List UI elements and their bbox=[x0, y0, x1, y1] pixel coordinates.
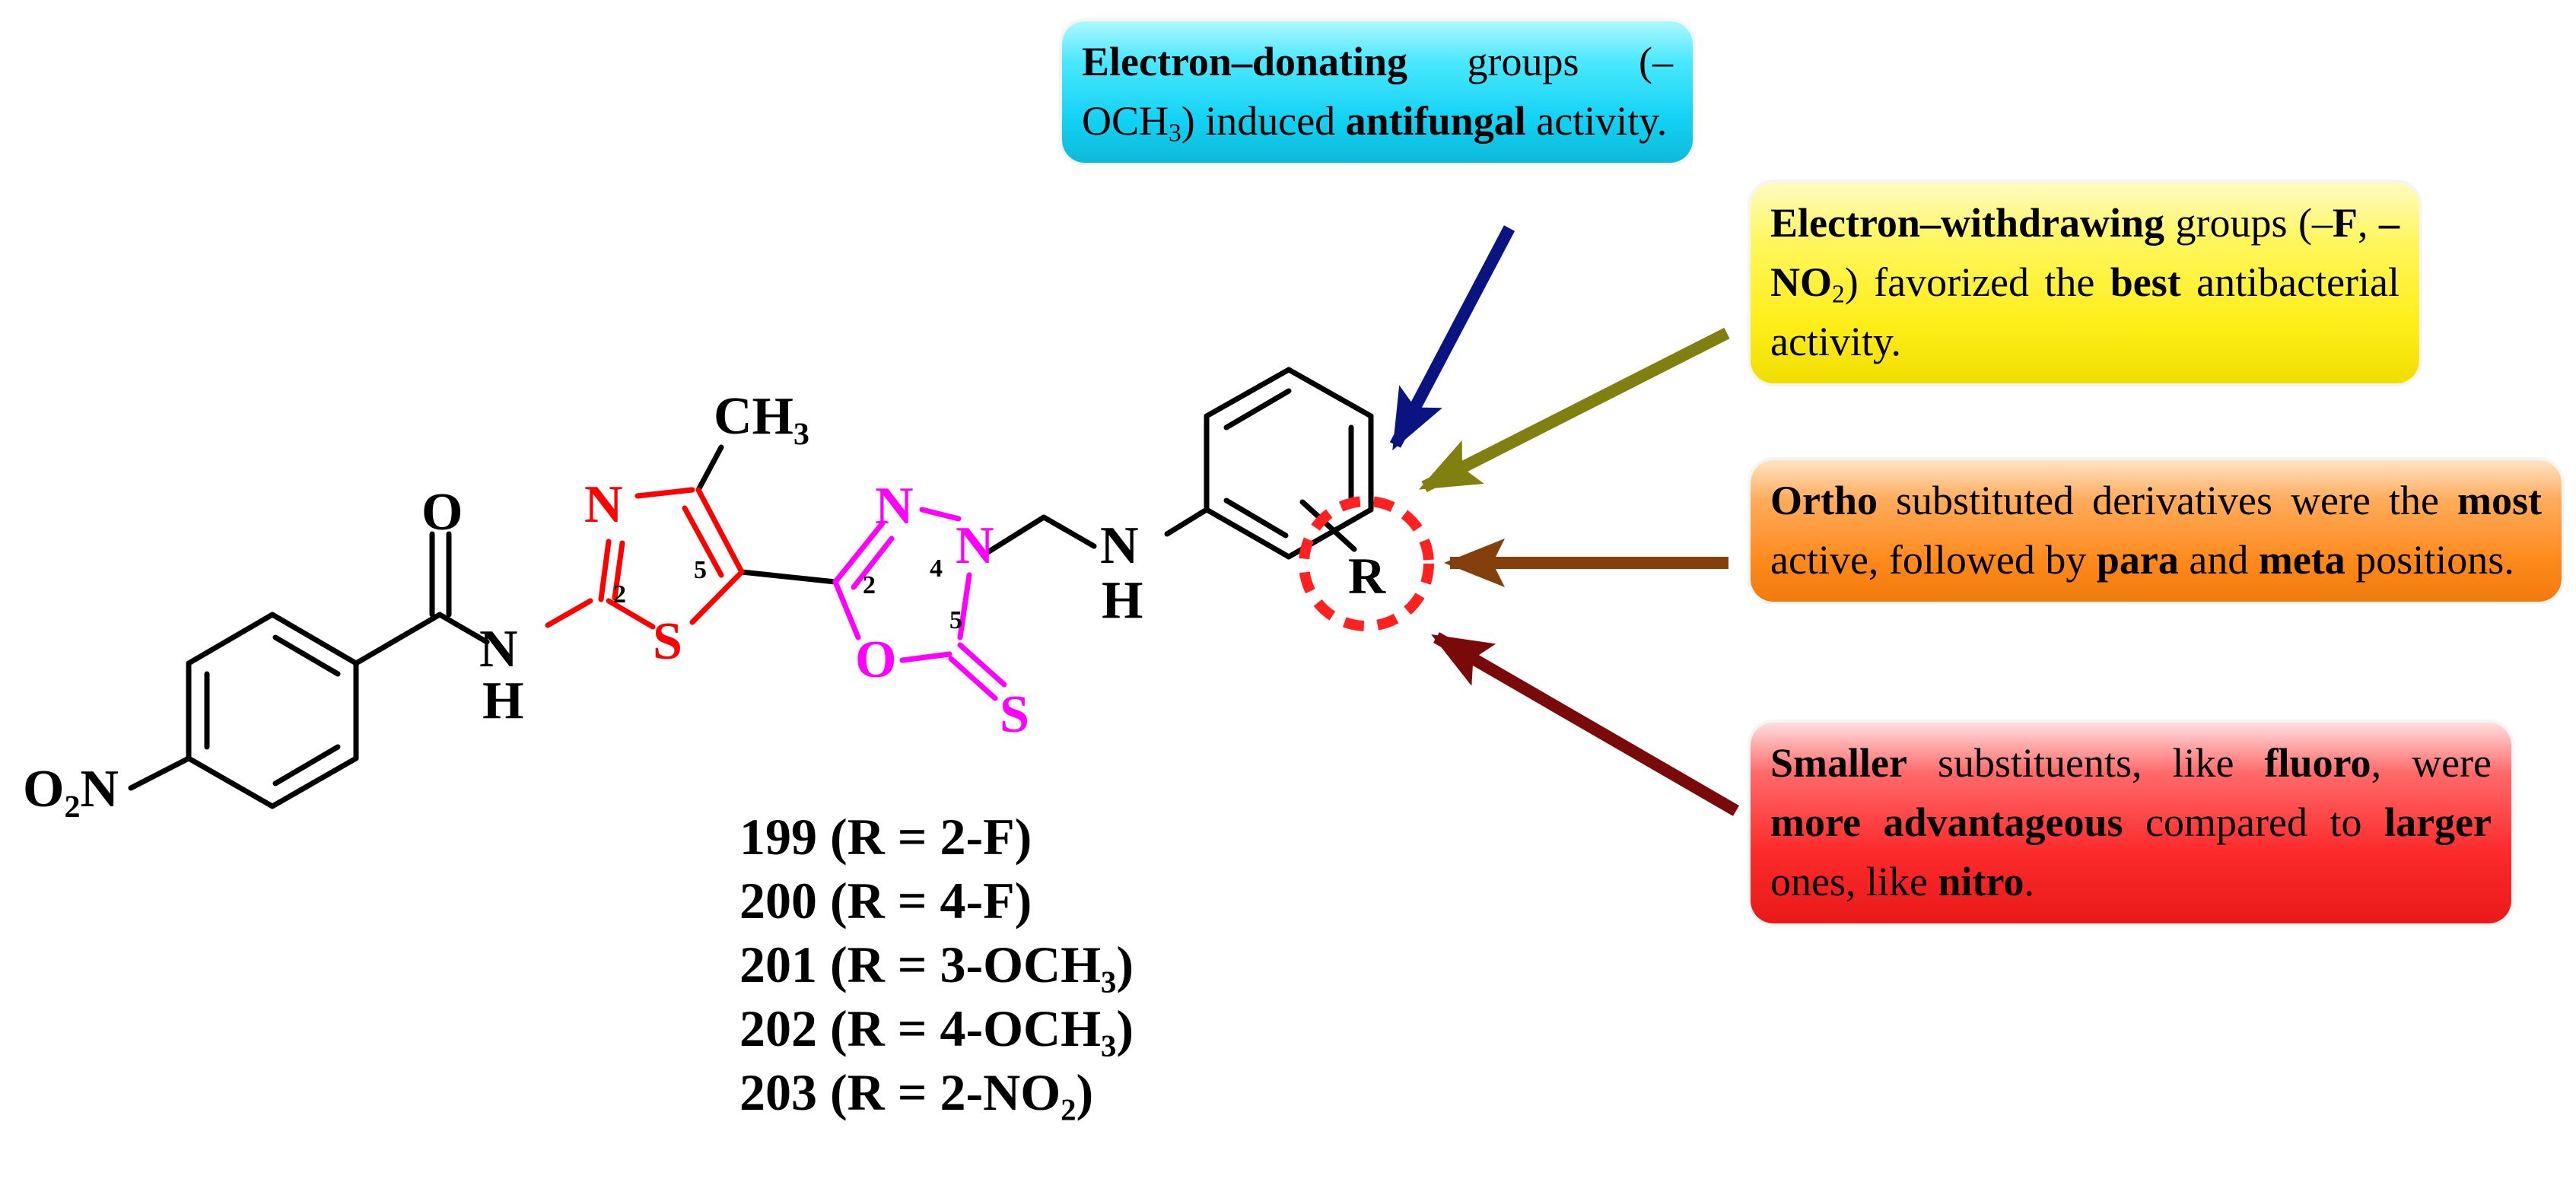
callout-ortho-substitution: Ortho substituted derivatives were the m… bbox=[1751, 460, 2562, 602]
callout-electron-withdrawing: Electron–withdrawing groups (–F, –NO2) f… bbox=[1751, 183, 2419, 383]
callout-electron-donating: Electron–donating groups (–OCH3) induced… bbox=[1062, 21, 1693, 163]
carbonyl-oxygen-label: O bbox=[421, 483, 463, 542]
arrow-withdrawing bbox=[1418, 327, 1730, 493]
amide-hydrogen-label: H bbox=[482, 672, 523, 730]
compound-203: 203 (R = 2-NO₂) bbox=[739, 1063, 1094, 1121]
oxadiazole-oxygen-label: O bbox=[855, 631, 896, 689]
oxadiazole-position-5: 5 bbox=[949, 606, 962, 634]
amide-nitrogen-label: N bbox=[479, 620, 518, 678]
atom-labels: O₂N O N H N S CH₃ N N O S N H R bbox=[23, 387, 1386, 818]
nitro-group-label: O₂N bbox=[23, 760, 119, 818]
compound-list: 199 (R = 2-F) 200 (R = 4-F) 201 (R = 3-O… bbox=[739, 805, 1134, 1124]
oxadiazole-position-2: 2 bbox=[863, 571, 876, 599]
r-group-label: R bbox=[1348, 547, 1386, 605]
callout-arrows bbox=[1389, 225, 1740, 816]
oxadiazole-position-4: 4 bbox=[930, 555, 943, 583]
oxadiazole-n3-label: N bbox=[875, 477, 914, 535]
thiazole-ring bbox=[545, 487, 745, 630]
compound-199: 199 (R = 2-F) bbox=[739, 808, 1032, 866]
amine-hydrogen-label: H bbox=[1102, 571, 1143, 630]
compound-200: 200 (R = 4-F) bbox=[739, 872, 1032, 929]
methyl-label: CH₃ bbox=[714, 387, 809, 446]
oxadiazole-ring bbox=[832, 507, 1007, 701]
oxadiazole-n4-label: N bbox=[956, 516, 994, 575]
ring-position-numbers: 2 5 2 4 5 bbox=[613, 555, 962, 634]
compound-202: 202 (R = 4-OCH₃) bbox=[739, 999, 1134, 1057]
compound-201: 201 (R = 3-OCH₃) bbox=[739, 936, 1134, 993]
amine-nitrogen-label: N bbox=[1100, 516, 1139, 575]
arrow-donating bbox=[1389, 225, 1515, 451]
thiazole-position-5: 5 bbox=[694, 556, 707, 584]
black-bonds bbox=[128, 367, 1374, 809]
thiazole-nitrogen-label: N bbox=[584, 475, 623, 534]
callout-substituent-size: Smaller substituents, like fluoro, were … bbox=[1751, 723, 2511, 923]
r-group-highlight-circle bbox=[1299, 496, 1434, 631]
thione-sulfur-label: S bbox=[1000, 685, 1029, 744]
thiazole-sulfur-label: S bbox=[653, 612, 682, 671]
arrow-smaller bbox=[1431, 632, 1740, 816]
thiazole-position-2: 2 bbox=[613, 580, 626, 609]
